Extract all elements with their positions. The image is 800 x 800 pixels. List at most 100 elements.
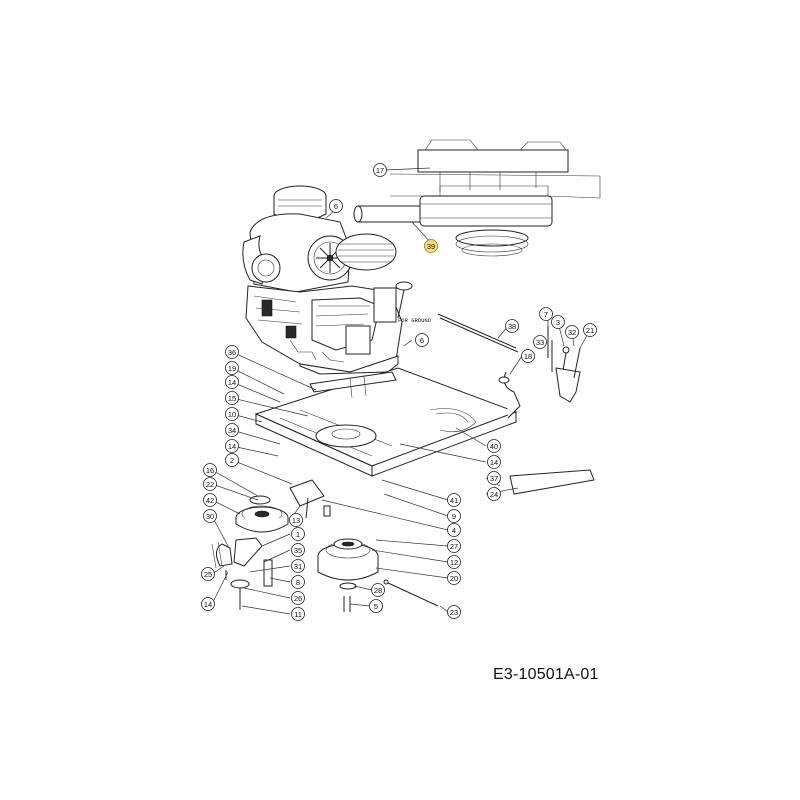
callout-22: 22 — [203, 477, 217, 491]
callout-circle — [369, 599, 383, 613]
callout-30: 30 — [203, 509, 217, 523]
callout-circle — [291, 575, 305, 589]
callout-5: 5 — [369, 599, 383, 613]
callout-7: 7 — [539, 307, 553, 321]
callout-circle — [203, 509, 217, 523]
callout-label: 34 — [228, 426, 236, 435]
callout-label: 3 — [556, 318, 560, 327]
callout-label: 21 — [586, 326, 594, 335]
callout-4: 4 — [447, 523, 461, 537]
callout-circle — [225, 453, 239, 467]
callout-circle — [203, 477, 217, 491]
callout-label: 16 — [206, 466, 214, 475]
pto-clutch — [317, 538, 439, 612]
callout-label: 19 — [228, 364, 236, 373]
callout-14: 14 — [225, 439, 239, 453]
callout-label: 8 — [296, 578, 300, 587]
callout-label: 12 — [450, 558, 458, 567]
callout-label: 7 — [544, 310, 548, 319]
callout-circle — [203, 493, 217, 507]
callout-13: 13 — [289, 513, 303, 527]
callout-circle — [201, 597, 215, 611]
callout-23: 23 — [447, 605, 461, 619]
ground-note: FOR GROUND — [398, 317, 432, 324]
callout-circle — [447, 509, 461, 523]
callout-label: 40 — [490, 442, 498, 451]
callout-6: 6 — [329, 199, 343, 213]
callout-41: 41 — [447, 493, 461, 507]
callout-34: 34 — [225, 423, 239, 437]
callout-label: 5 — [374, 602, 378, 611]
callout-label: 38 — [508, 322, 516, 331]
callout-label: 1 — [296, 530, 300, 539]
callout-label: 24 — [490, 490, 498, 499]
callout-circle — [424, 239, 438, 253]
callout-40: 40 — [487, 439, 501, 453]
callout-14: 14 — [201, 597, 215, 611]
callout-circle — [551, 315, 565, 329]
callout-label: 25 — [204, 570, 212, 579]
callout-circle — [447, 539, 461, 553]
callout-label: 6 — [334, 202, 338, 211]
callout-circle — [487, 471, 501, 485]
idler-pulley-assembly — [211, 479, 331, 610]
callout-circle — [291, 559, 305, 573]
control-levers — [498, 326, 581, 419]
callout-circle — [533, 335, 547, 349]
callout-33: 33 — [533, 335, 547, 349]
callout-circle — [203, 463, 217, 477]
callout-label: 14 — [228, 442, 236, 451]
callout-14: 14 — [225, 375, 239, 389]
callout-label: 27 — [450, 542, 458, 551]
callout-8: 8 — [291, 575, 305, 589]
callout-label: 6 — [420, 336, 424, 345]
callout-label: 23 — [450, 608, 458, 617]
callout-14: 14 — [487, 455, 501, 469]
callout-39: 39 — [424, 239, 438, 253]
callout-circle — [539, 307, 553, 321]
callout-20: 20 — [447, 571, 461, 585]
callout-label: 39 — [427, 242, 435, 251]
callout-37: 37 — [487, 471, 501, 485]
callout-circle — [565, 325, 579, 339]
callout-32: 32 — [565, 325, 579, 339]
callout-circle — [291, 607, 305, 621]
callout-label: 42 — [206, 496, 214, 505]
callout-circle — [447, 571, 461, 585]
callout-circle — [329, 199, 343, 213]
callout-circle — [487, 439, 501, 453]
callout-circle — [371, 583, 385, 597]
callout-circle — [225, 439, 239, 453]
callout-circle — [291, 591, 305, 605]
callout-15: 15 — [225, 391, 239, 405]
callout-circle — [583, 323, 597, 337]
callout-27: 27 — [447, 539, 461, 553]
callout-36: 36 — [225, 345, 239, 359]
callout-16: 16 — [203, 463, 217, 477]
callout-3: 3 — [551, 315, 565, 329]
callout-label: 18 — [524, 352, 532, 361]
callout-circle — [447, 523, 461, 537]
callout-label: 14 — [228, 378, 236, 387]
callout-circle — [415, 333, 429, 347]
callout-label: 20 — [450, 574, 458, 583]
callout-label: 13 — [292, 516, 300, 525]
engine-assembly — [242, 185, 413, 375]
callout-circle — [225, 423, 239, 437]
frame-plate — [254, 367, 518, 477]
callout-circle — [225, 391, 239, 405]
callout-circle — [447, 493, 461, 507]
callout-circle — [373, 163, 387, 177]
callout-1: 1 — [291, 527, 305, 541]
callout-circle — [225, 375, 239, 389]
callout-circle — [225, 407, 239, 421]
callout-9: 9 — [447, 509, 461, 523]
callout-label: 14 — [204, 600, 212, 609]
callout-10: 10 — [225, 407, 239, 421]
callout-18: 18 — [521, 349, 535, 363]
callout-24: 24 — [487, 487, 501, 501]
callout-12: 12 — [447, 555, 461, 569]
callout-circle — [447, 605, 461, 619]
